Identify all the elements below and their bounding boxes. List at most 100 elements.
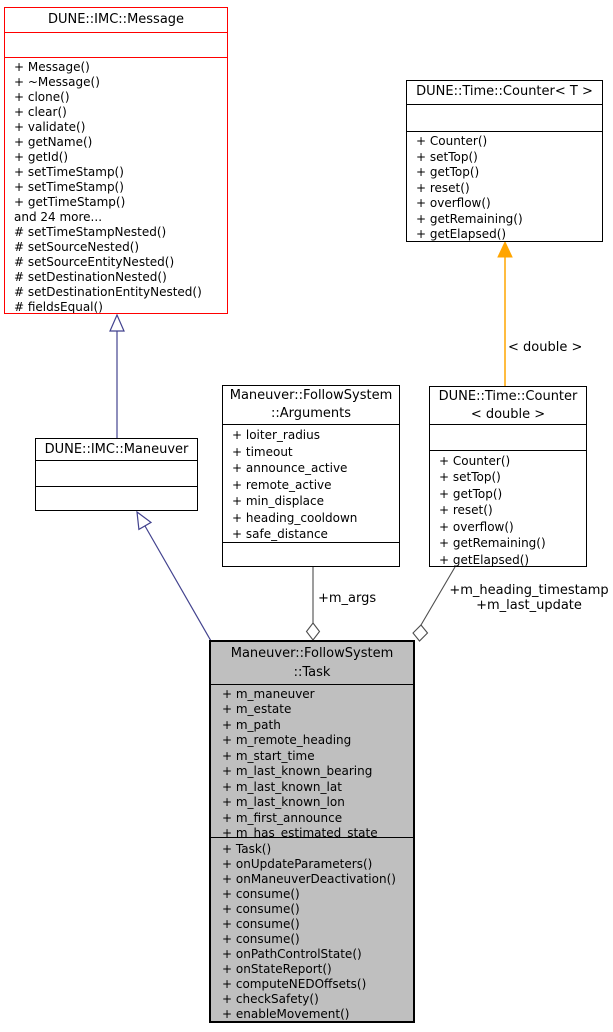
member-row: + getTop() [439,486,503,501]
class-name-line1: Maneuver::FollowSystem [230,645,394,661]
member-row: + consume() [222,902,300,917]
member-row: + clone() [14,89,70,104]
member-row: # setSourceNested() [14,239,140,254]
member-row: + reset() [439,503,493,518]
member-row: + setTop() [416,149,478,164]
member-row: + min_displace [232,494,324,508]
member-row: + ~Message() [14,74,100,89]
member-row: + m_has_estimated_state [222,826,378,838]
member-row: + onStateReport() [222,962,332,977]
member-row: + Message() [14,59,90,74]
attributes-compartment-empty [430,424,586,450]
member-row: + timeout [232,444,293,459]
member-row: + announce_active [232,461,348,475]
class-title: DUNE::Time::Counter< T > [407,81,602,104]
attributes-compartment-empty [407,103,602,132]
member-row: + checkSafety() [222,992,319,1007]
member-row: + Counter() [416,134,488,149]
member-row: + onUpdateParameters() [222,857,373,872]
aggregation-diamond-icon [412,624,429,642]
member-row: + loiter_radius [232,428,320,442]
member-row: + overflow() [416,196,491,211]
edge-label-heading-timestamp: +m_heading_timestamp +m_last_update [445,583,613,613]
methods-compartment: + Task()+ onUpdateParameters()+ onManeuv… [211,837,413,1021]
member-row: + validate() [14,119,86,134]
class-title: Maneuver::FollowSystem ::Task [211,642,413,684]
methods-compartment-empty [36,486,197,510]
member-row: + getElapsed() [416,227,507,241]
member-row: + enableMovement() [222,1007,350,1021]
class-name-line1: Maneuver::FollowSystem [229,388,393,403]
class-node-dune-imc-message[interactable]: DUNE::IMC::Message + Message()+ ~Message… [4,7,228,314]
class-title: Maneuver::FollowSystem ::Arguments [223,386,399,424]
class-name: DUNE::Time::Counter< T > [416,84,593,100]
member-row: + m_maneuver [222,686,315,701]
class-title: DUNE::Time::Counter < double > [430,387,586,424]
member-row: + setTimeStamp() [14,179,124,194]
methods-compartment: + Counter() + setTop()+ getTop() + reset()… [430,449,586,566]
class-name: DUNE::IMC::Message [47,11,185,27]
member-row: + m_start_time [222,748,315,763]
member-row: + consume() [222,917,300,932]
class-node-followsystem-arguments[interactable]: Maneuver::FollowSystem ::Arguments + loi… [222,385,400,567]
class-node-dune-time-counter-double[interactable]: DUNE::Time::Counter < double > + Counter… [429,386,587,567]
member-row: + getElapsed() [439,552,530,566]
class-name-line2: < double > [470,406,546,422]
member-row: + reset() [416,180,470,195]
member-row: + consume() [222,887,300,902]
attributes-compartment: + m_maneuver+ m_estate+ m_path+ m_remote… [211,683,413,838]
member-row: + onManeuverDeactivation() [222,872,396,887]
edge-label-line2: +m_last_update [476,598,582,613]
aggregation-diamond-icon [305,622,321,641]
class-name-line2: ::Task [293,664,331,680]
member-row: + m_last_known_lon [222,795,345,810]
member-row: + Task() [222,842,272,857]
member-row: and 24 more... [14,209,103,224]
member-row: # setDestinationEntityNested() [14,284,202,299]
class-name-line1: DUNE::Time::Counter [438,388,578,404]
member-row: + m_last_known_bearing [222,764,373,779]
member-row: # setTimeStampNested() [14,224,167,239]
class-name-line2: ::Arguments [270,406,352,421]
methods-compartment: + Message()+ ~Message()+ clone()+ clear(… [5,56,227,313]
inheritance-edge-task-maneuver [144,525,212,642]
edge-label-template-double: < double > [508,340,583,355]
member-row: + getName() [14,134,93,149]
member-row: + setTop() [439,470,501,485]
member-row: + consume() [222,932,300,947]
member-row: + setTimeStamp() [14,164,124,179]
inheritance-arrow-icon [136,510,153,531]
class-node-dune-imc-maneuver[interactable]: DUNE::IMC::Maneuver [35,438,198,511]
member-row: + getRemaining() [416,211,523,226]
member-row: + m_path [222,717,281,732]
attributes-compartment-empty [5,31,227,57]
class-node-dune-time-counter-t[interactable]: DUNE::Time::Counter< T > + Counter()+ se… [406,80,603,242]
inheritance-arrow-icon [109,313,125,332]
member-row: + Counter() [439,453,511,468]
class-title: DUNE::IMC::Maneuver [36,439,197,460]
edge-label-m-args: +m_args [318,591,377,606]
methods-compartment: + Counter()+ setTop()+ getTop()+ reset()… [407,131,602,241]
methods-compartment-empty [223,542,399,566]
member-row: # fieldsEqual() [14,299,103,313]
attributes-compartment: + loiter_radius + timeout + announce_activ… [223,424,399,542]
member-row: + remote_active [232,477,332,492]
template-arrow-icon [497,240,513,258]
member-row: + m_last_known_lat [222,779,342,794]
member-row: + computeNEDOffsets() [222,977,367,992]
attributes-compartment-empty [36,460,197,486]
class-node-followsystem-task[interactable]: Maneuver::FollowSystem ::Task + m_maneuv… [209,640,415,1023]
member-row: # setDestinationNested() [14,269,167,284]
class-name: DUNE::IMC::Maneuver [44,441,189,457]
member-row: + getTop() [416,165,480,180]
member-row: + m_remote_heading [222,733,352,748]
edge-label-line1: +m_heading_timestamp [449,583,609,598]
member-row: # setSourceEntityNested() [14,254,175,269]
member-row: + onPathControlState() [222,947,362,962]
class-title: DUNE::IMC::Message [5,8,227,32]
member-row: + getRemaining() [439,536,546,551]
member-row: + clear() [14,104,67,119]
member-row: + safe_distance [232,527,328,541]
member-row: + overflow() [439,519,514,534]
